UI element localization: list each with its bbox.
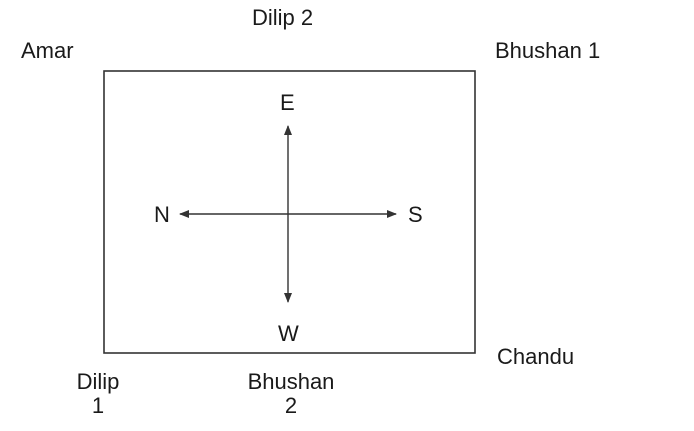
label-bhushan-1: Bhushan 1 (495, 38, 601, 63)
compass-east-label: E (280, 90, 295, 115)
label-dilip-1: Dilip 1 (58, 370, 138, 418)
label-bhushan-2: Bhushan 2 (231, 370, 351, 418)
label-chandu: Chandu (497, 344, 575, 369)
label-bhushan-2-name: Bhushan (247, 369, 335, 394)
label-amar: Amar (21, 38, 74, 63)
table-rectangle (103, 70, 476, 354)
label-dilip-1-name: Dilip (76, 369, 120, 394)
compass-north-label: N (154, 202, 170, 227)
label-bhushan-2-number: 2 (284, 393, 298, 418)
compass-west-label: W (278, 321, 299, 346)
compass-south-label: S (408, 202, 423, 227)
label-dilip-2: Dilip 2 (252, 5, 314, 30)
label-dilip-1-number: 1 (91, 393, 105, 418)
